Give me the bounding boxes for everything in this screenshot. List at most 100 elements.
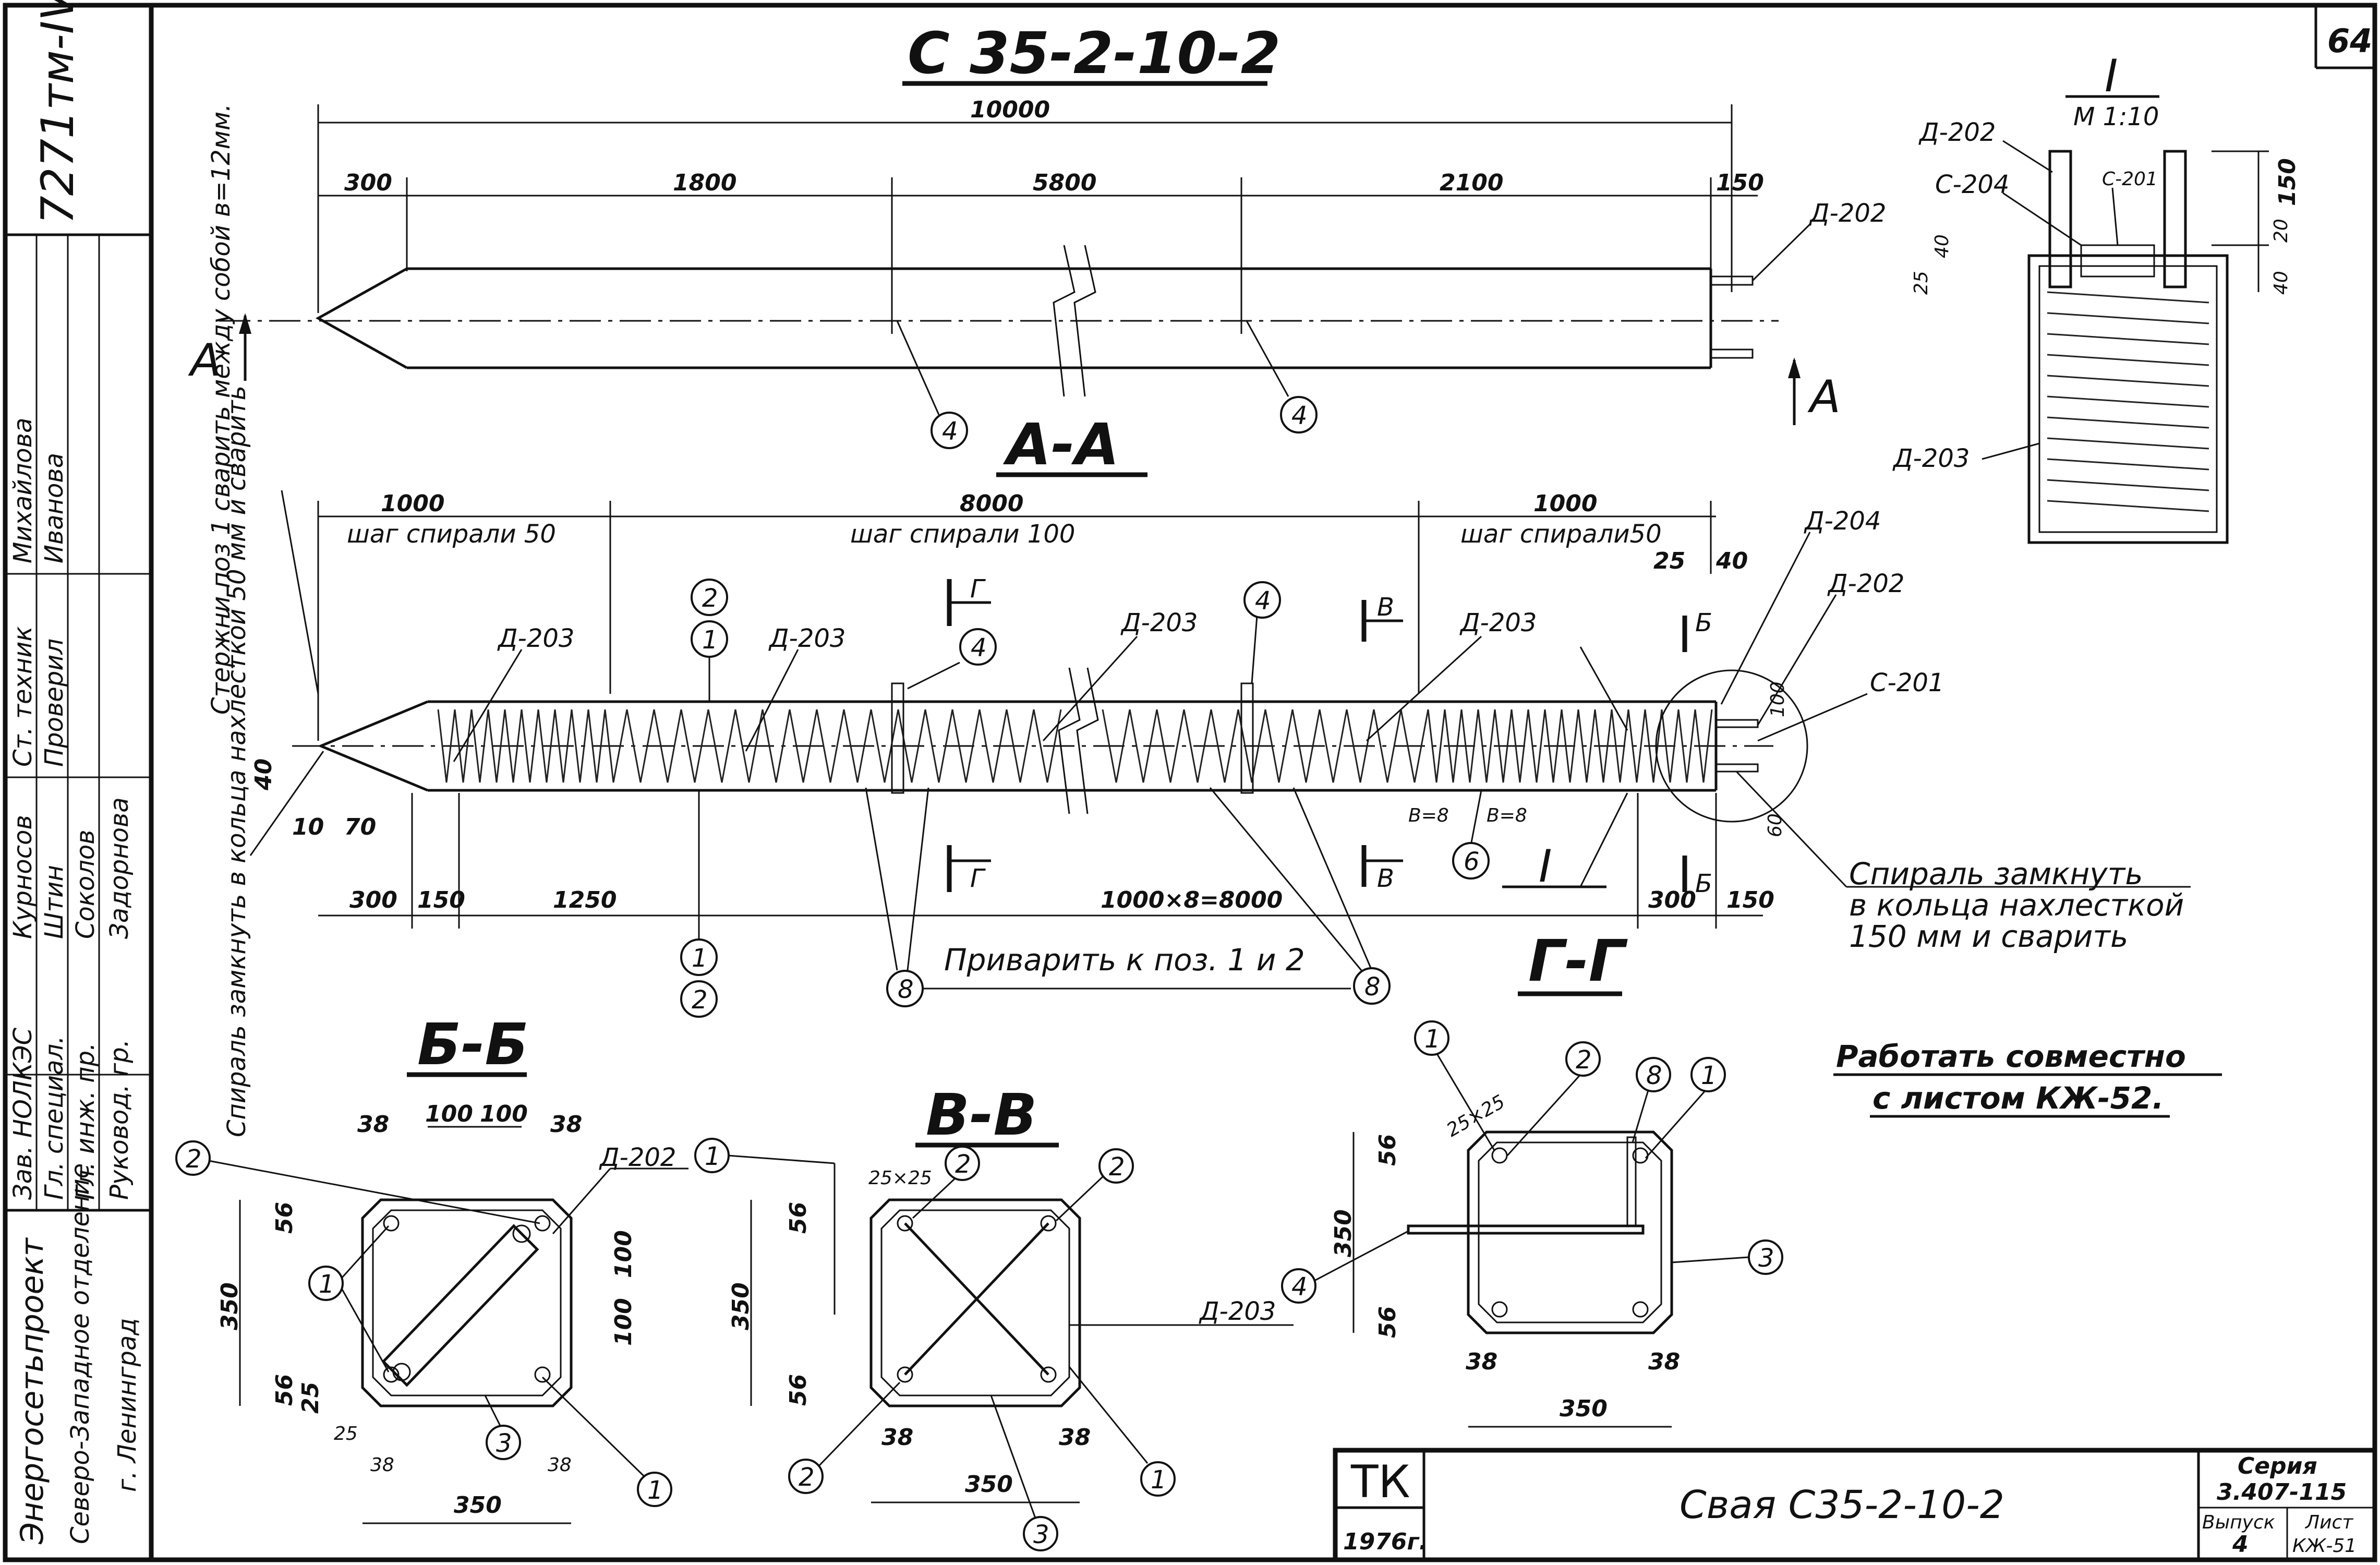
aa-bottom-dim-3: 1250 [553, 887, 617, 913]
vv-dim-56b: 56 [785, 1374, 812, 1406]
bb-dim-100c: 100 [610, 1230, 637, 1278]
name-2: Иванова [40, 453, 69, 563]
bb-dim-38a: 38 [357, 1111, 389, 1138]
aa-spiral-note-right-1: Спираль замкнуть [1849, 856, 2143, 892]
aa-zone-1-note: шаг спирали 50 [347, 520, 556, 549]
bb-dim-350h: 350 [454, 1492, 502, 1519]
note-joint-line-1: Работать совместно [1836, 1039, 2186, 1074]
aa-weld-note: Приварить к поз. 1 и 2 [944, 942, 1305, 978]
section-aa-title: А-А [1002, 411, 1119, 478]
elev-total-length: 10000 [970, 97, 1050, 123]
stamp-series: 3.407-115 [2217, 1479, 2347, 1506]
aa-zone-2-length: 8000 [960, 490, 1023, 517]
gg-dim-56b: 56 [1374, 1306, 1401, 1338]
aa-pos-4-a: 4 [971, 633, 987, 663]
aa-pos-8-a: 8 [898, 975, 914, 1004]
aa-detail-mark: I [1539, 840, 1552, 893]
role-1: Ст. техник [8, 627, 38, 767]
vv-dim-350h: 350 [965, 1471, 1013, 1498]
bb-pos-1-right: 1 [647, 1476, 663, 1505]
gg-pos-1-left: 1 [1424, 1025, 1441, 1054]
detail-i-view: I М 1:10 Д-202 С-204 С-201 Д-203 150 20 … [1892, 50, 2301, 544]
page-number-box: 64 [2314, 5, 2375, 69]
role-5: Гл. инж. пр. [71, 1043, 100, 1200]
role-3: Зав. НОЛКЭС [8, 1027, 38, 1200]
aa-bottom-dim-6: 150 [1726, 887, 1774, 913]
detail-i-d202: Д-202 [1918, 118, 1996, 147]
aa-cut-v-bottom: В [1377, 864, 1394, 893]
detail-i-dim-40r: 40 [2270, 271, 2292, 295]
elev-seg-1: 300 [344, 170, 392, 196]
name-3: Курносов [8, 815, 38, 939]
aa-zone-3-note: шаг спирали50 [1460, 520, 1662, 549]
stamp-year: 1976г. [1343, 1528, 1428, 1555]
vv-pos-3: 3 [1033, 1520, 1049, 1549]
aa-spiral-note-left: Спираль замкнуть в кольца нахлесткой 50 … [222, 386, 251, 1137]
aa-zone-2-note: шаг спирали 100 [850, 520, 1075, 549]
name-5: Соколов [71, 829, 100, 939]
aa-bottom-dim-1: 300 [349, 887, 397, 913]
section-bb-title: Б-Б [417, 1011, 528, 1078]
detail-i-scale: М 1:10 [2073, 102, 2159, 131]
bb-dim-100d: 100 [610, 1298, 637, 1346]
aa-d203-d: Д-203 [1459, 608, 1537, 637]
vv-pos-2-right: 2 [1109, 1152, 1125, 1182]
stamp-issue: 4 [2232, 1531, 2249, 1558]
gg-pos-3: 3 [1758, 1244, 1774, 1273]
aa-left-note: Стержни поз 1 сварить между собой в=12мм… [207, 104, 236, 715]
elev-callout-d202: Д-202 [1809, 199, 1886, 228]
vv-dim-56a: 56 [785, 1202, 812, 1234]
page-number: 64 [2327, 22, 2372, 60]
section-gg-view: Г-Г 25×25 56 350 56 38 38 350 1 2 8 1 3 [1281, 928, 1783, 1428]
bb-dim-38b: 38 [550, 1111, 582, 1138]
aa-cut-g-bottom: Г [970, 864, 986, 893]
section-mark-a-left: А [188, 334, 221, 387]
bb-dim-100a: 100 [425, 1101, 473, 1127]
aa-pos-1-bottom: 1 [692, 944, 708, 973]
role-4: Гл. специал. [40, 1036, 69, 1200]
vv-dim-38b: 38 [1059, 1424, 1091, 1451]
aa-dim-10: 10 [292, 814, 324, 840]
gg-dim-56a: 56 [1374, 1134, 1401, 1166]
aa-bottom-dim-2: 150 [417, 887, 465, 913]
side-block: 7271тм-IV-64 Энергосетьпроект Северо-Зап… [5, 0, 151, 1545]
detail-i-c204: С-204 [1935, 170, 2009, 199]
vv-pos-2-bottom: 2 [799, 1463, 815, 1492]
vv-dim-350v: 350 [728, 1282, 754, 1330]
vv-dim-25x25: 25×25 [868, 1167, 932, 1189]
aa-right-dim-25: 25 [1653, 548, 1685, 574]
aa-b8-b: В=8 [1487, 805, 1527, 826]
bb-pos-3: 3 [496, 1429, 512, 1458]
bb-dim-38d: 38 [548, 1454, 572, 1476]
org-code: 7271тм-IV-64 [32, 0, 84, 224]
org-name: Энергосетьпроект [14, 1237, 51, 1545]
aa-b8-a: В=8 [1408, 805, 1449, 826]
stamp-issue-label: Выпуск [2202, 1512, 2275, 1533]
note-joint-line-2: с листом КЖ-52. [1872, 1080, 2164, 1116]
stamp-sheet: КЖ-51 [2292, 1535, 2357, 1557]
org-dept: Северо-Западное отделение [66, 1163, 95, 1544]
detail-i-c201: С-201 [2102, 168, 2158, 190]
bb-dim-100b: 100 [480, 1101, 528, 1127]
detail-i-mark: I [2105, 50, 2118, 102]
elev-pos-4-a: 4 [942, 417, 958, 446]
aa-d203-a: Д-203 [497, 624, 574, 653]
org-city: г. Ленинград [113, 1318, 142, 1492]
elev-seg-2: 1800 [673, 170, 736, 196]
section-gg-title: Г-Г [1528, 928, 1628, 994]
role-6: Руковод. гр. [105, 1039, 134, 1200]
aa-zone-3-length: 1000 [1533, 490, 1597, 517]
aa-bottom-dim-5: 300 [1648, 887, 1696, 913]
vv-pos-2-top: 2 [955, 1150, 971, 1179]
elev-pos-4-b: 4 [1291, 401, 1308, 430]
aa-pos-6: 6 [1464, 847, 1480, 876]
bb-pos-1-left: 1 [319, 1270, 335, 1299]
aa-d203-c: Д-203 [1120, 608, 1198, 637]
bb-d202: Д-202 [599, 1143, 676, 1172]
aa-spiral-note-right-2: в кольца нахлесткой [1849, 887, 2184, 923]
name-1: Михайлова [8, 418, 38, 563]
aa-pos-8-b: 8 [1364, 972, 1381, 1002]
elev-seg-4: 2100 [1440, 170, 1503, 196]
aa-spiral-note-right-3: 150 мм и сварить [1849, 919, 2128, 954]
